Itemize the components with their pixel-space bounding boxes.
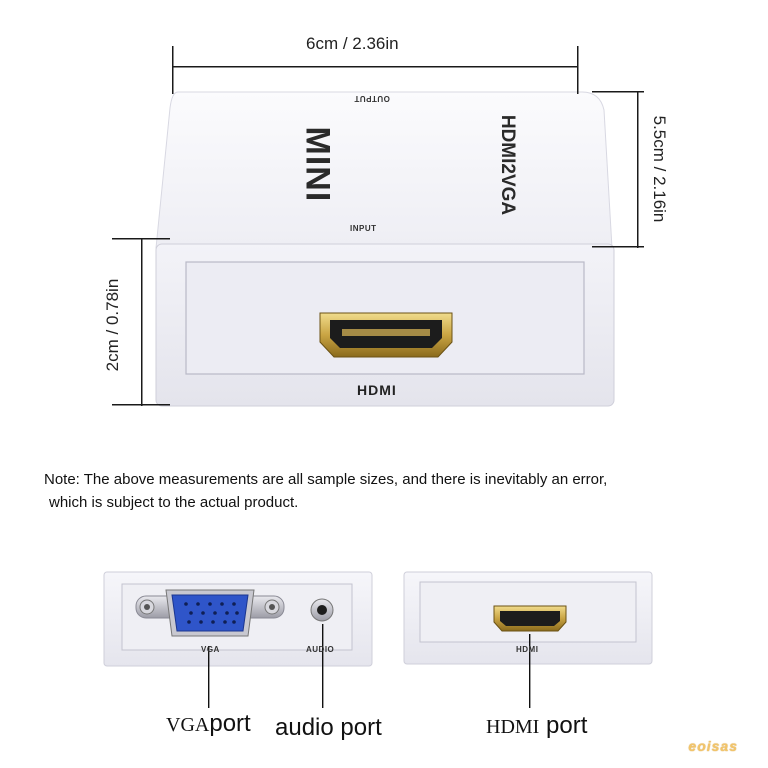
hdmi-callout-prefix: HDMI	[486, 716, 540, 738]
vga-port-callout: VGAport	[166, 710, 251, 738]
hdmi-port-callout: HDMI port	[486, 712, 587, 740]
audio-port-callout: audio port	[275, 714, 382, 741]
hdmi-callout-suffix: port	[546, 712, 588, 739]
note-line-1: Note: The above measurements are all sam…	[44, 471, 608, 488]
device-illustration	[112, 46, 644, 407]
front-hdmi-label: HDMI	[357, 382, 397, 398]
audio-panel-label: AUDIO	[306, 645, 335, 654]
vga-callout-suffix: port	[209, 710, 251, 737]
depth-dimension: 2cm / 0.78in	[103, 278, 122, 372]
brand-logo-text: MINI	[298, 126, 337, 203]
output-label: OUTPUT	[354, 94, 390, 103]
watermark-logo: eoisas	[688, 738, 738, 754]
port-panels	[103, 571, 653, 690]
height-dimension: 5.5cm / 2.16in	[650, 115, 669, 223]
vga-callout-prefix: VGA	[166, 714, 210, 736]
input-label: INPUT	[350, 224, 377, 233]
model-text: HDMI2VGA	[497, 114, 518, 216]
hdmi-panel-label: HDMI	[516, 645, 539, 654]
pointer-lines-lower	[208, 690, 531, 708]
measurement-note: Note: The above measurements are all sam…	[44, 468, 724, 514]
width-dimension: 6cm / 2.36in	[306, 34, 399, 53]
vga-panel-label: VGA	[201, 645, 220, 654]
note-line-2: which is subject to the actual product.	[49, 494, 299, 511]
